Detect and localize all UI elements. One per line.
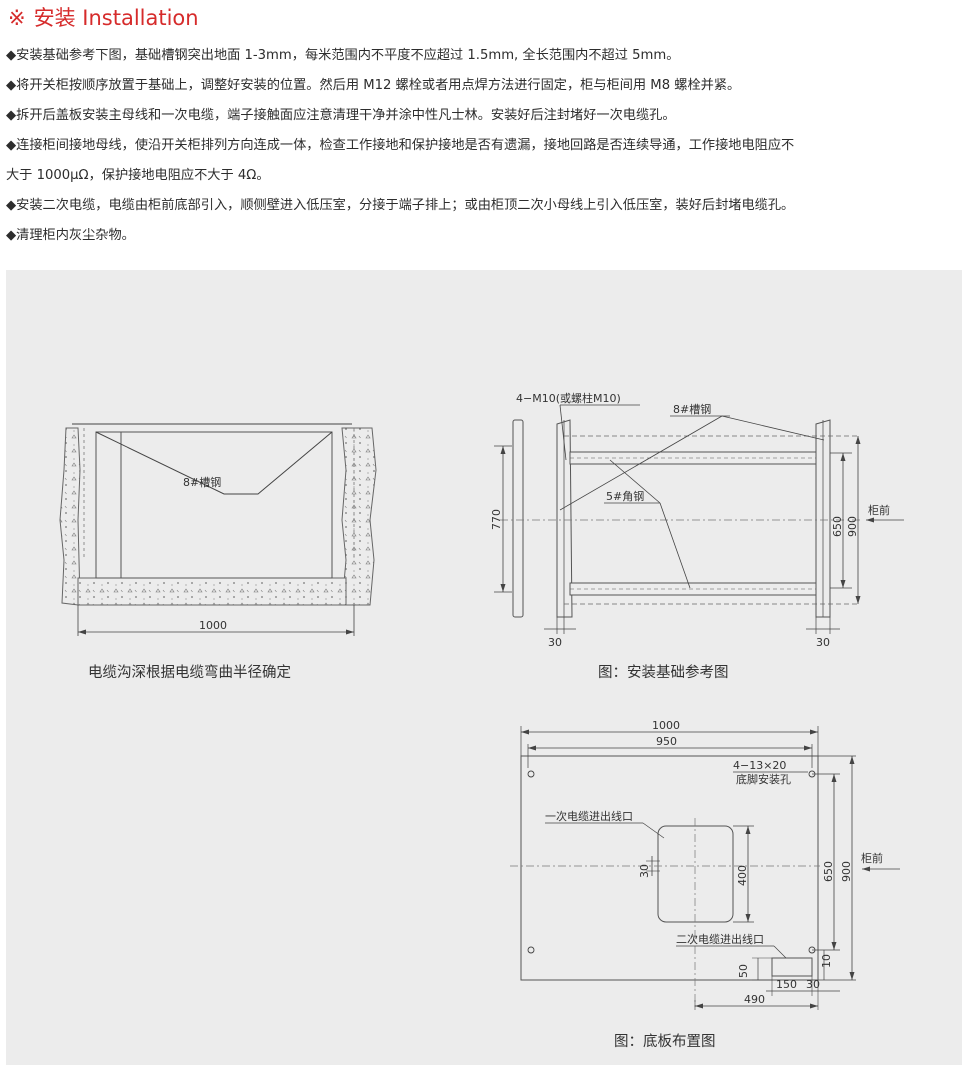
dim-50: 50 (737, 964, 750, 978)
base-plate (520, 755, 819, 981)
dim-950: 950 (656, 735, 677, 748)
trench-figure-caption: 电缆沟深根据电缆弯曲半径确定 (88, 665, 291, 681)
hole-label: 底脚安装孔 (736, 772, 791, 786)
secondary-cable-label: 二次电缆进出线口 (676, 932, 764, 946)
dim-770: 770 (490, 509, 503, 530)
front-label-3: 柜前 (861, 851, 883, 865)
secondary-cable-opening (771, 957, 813, 977)
dim-30-left: 30 (548, 636, 562, 649)
instruction-line: ◆清理柜内灰尘杂物。 (6, 228, 135, 243)
mounting-hole (527, 770, 535, 778)
section-title-text: 安装 Installation (33, 6, 199, 30)
dim-900-a: 900 (846, 516, 859, 537)
primary-cable-label: 一次电缆进出线口 (545, 809, 633, 823)
instruction-line: ◆连接柜间接地母线，使沿开关柜排列方向连成一体，检查工作接地和保护接地是否有遗漏… (6, 138, 795, 153)
dim-10: 10 (820, 954, 833, 968)
front-label-2: 柜前 (868, 503, 890, 517)
hole-spec: 4−13×20 (733, 759, 786, 772)
section-title: ※ 安装 Installation (8, 2, 199, 30)
bolt-label: 4−M10(或螺柱M10) (516, 391, 621, 405)
angle-steel-label: 5#角钢 (606, 490, 644, 503)
dim-400: 400 (736, 865, 749, 886)
baseplate-figure-caption: 图：底板布置图 (614, 1034, 716, 1050)
channel-steel-line (95, 431, 333, 495)
instruction-line: ◆安装二次电缆，电缆由柜前底部引入，顺侧壁进入低压室，分接于端子排上；或由柜顶二… (6, 198, 795, 213)
dim-650-b: 650 (822, 861, 835, 882)
primary-cable-opening (657, 825, 734, 923)
dim-30-right: 30 (816, 636, 830, 649)
channel-steel-label-2: 8#槽钢 (673, 403, 711, 416)
instruction-line: ◆将开关柜按顺序放置于基础上，调整好安装的位置。然后用 M12 螺栓或者用点焊方… (6, 78, 741, 93)
dim-30-bottom: 30 (806, 978, 820, 991)
instruction-line: ◆安装基础参考下图，基础槽钢突出地面 1-3mm，每米范围内不平度不应超过 1.… (6, 48, 680, 63)
dim-900-b: 900 (840, 861, 853, 882)
mounting-hole (527, 946, 535, 954)
channel-steel-label: 8#槽钢 (183, 476, 221, 489)
trench-right-wall (341, 427, 377, 606)
reference-mark-icon: ※ (8, 6, 26, 30)
dim-30-opening: 30 (638, 864, 651, 878)
dim-650: 650 (831, 516, 844, 537)
instructions-block: ◆安装基础参考下图，基础槽钢突出地面 1-3mm，每米范围内不平度不应超过 1.… (6, 41, 962, 251)
instruction-line: 大于 1000μΩ，保护接地电阻应不大于 4Ω。 (6, 168, 270, 183)
dim-490: 490 (744, 993, 765, 1006)
dim-150: 150 (776, 978, 797, 991)
foundation-figure-caption: 图：安装基础参考图 (598, 665, 729, 681)
trench-width-dim: 1000 (199, 619, 227, 632)
dim-1000: 1000 (652, 719, 680, 732)
instruction-line: ◆拆开后盖板安装主母线和一次电缆，端子接触面应注意清理干净并涂中性凡士林。安装好… (6, 108, 676, 123)
